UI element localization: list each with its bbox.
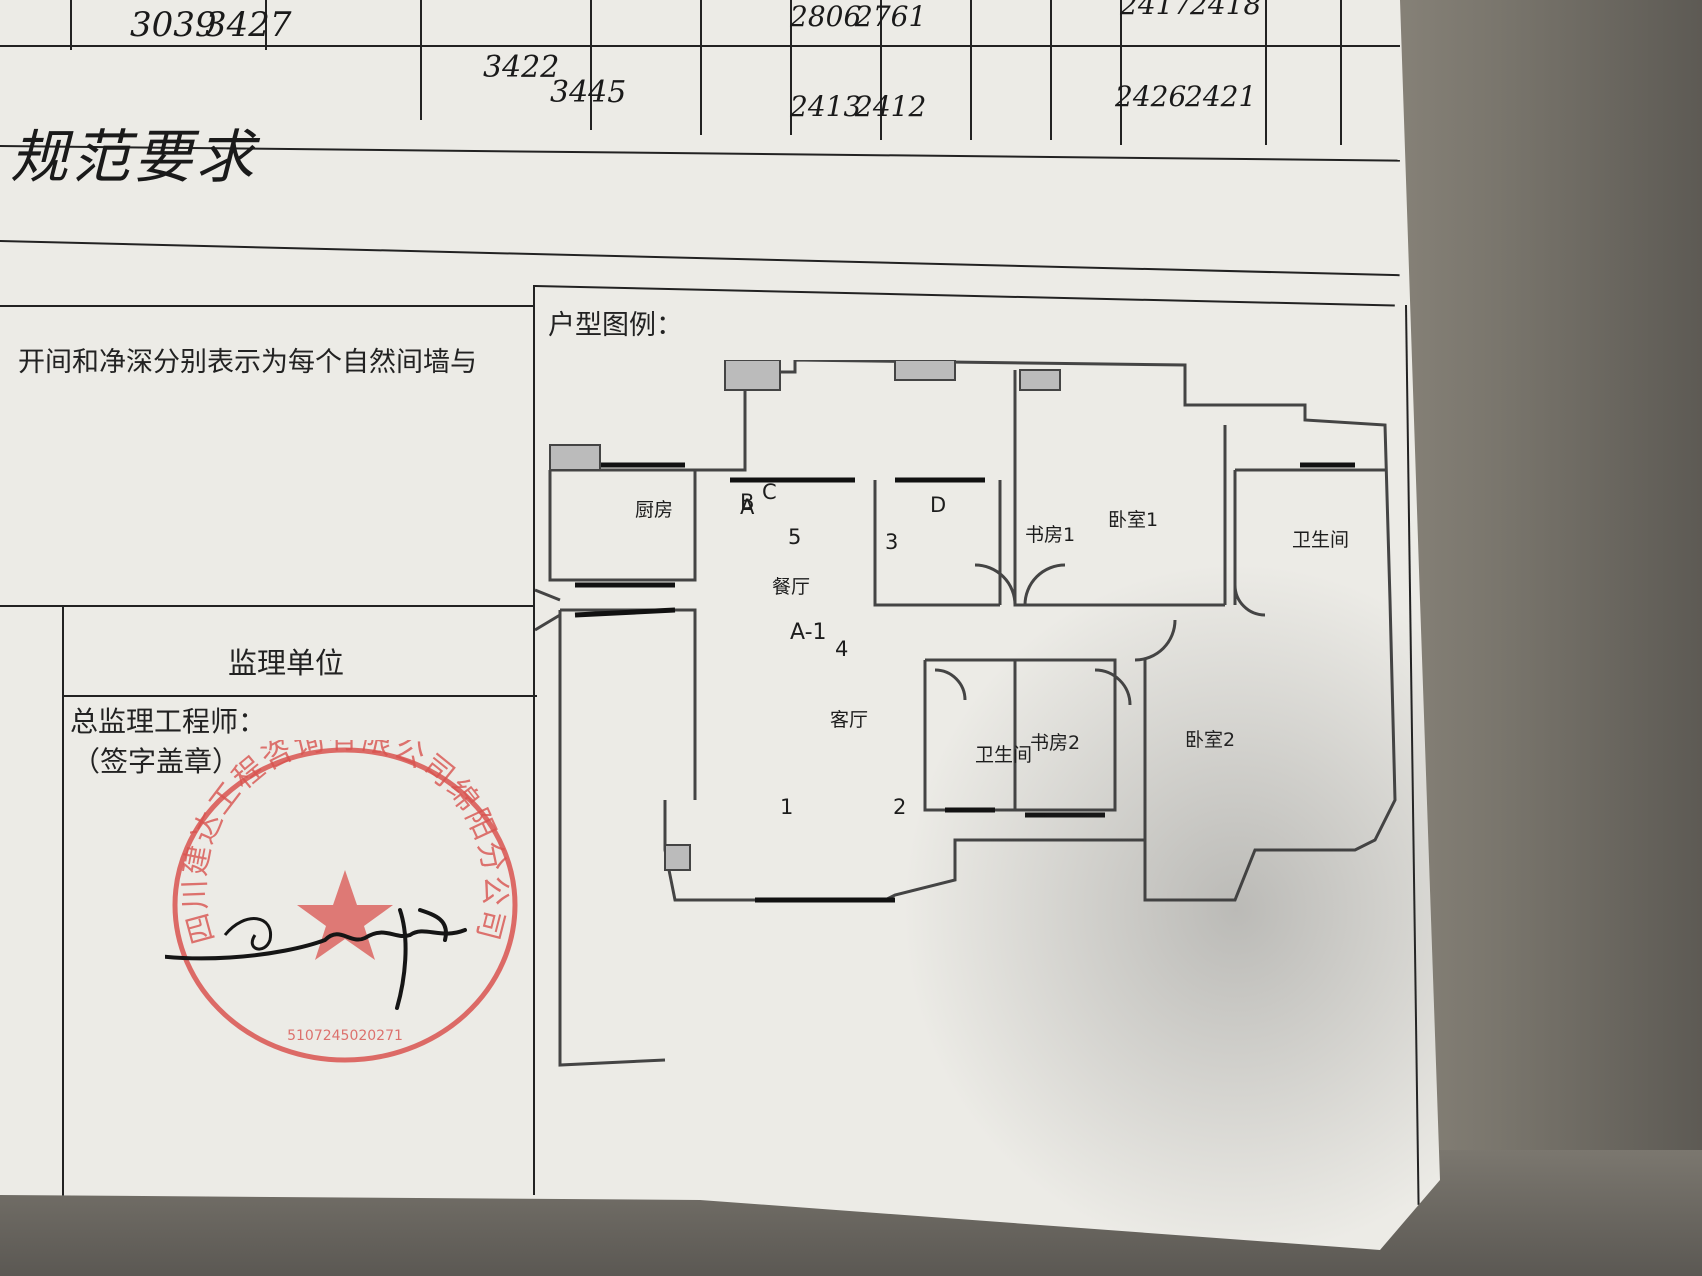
handwritten-value: 2421 [1185,80,1257,113]
room-kitchen: 厨房 [635,499,674,521]
table-col [1265,0,1267,145]
handwritten-note: 规范要求 [10,123,259,191]
description-text: 开间和净深分别表示为每个自然间墙与 [18,347,477,378]
company-seal: 四川建达工程咨询有限公司绵阳分公司 5107245020271 [165,740,518,1063]
chief-engineer-label: 总监理工程师： [70,705,267,738]
room-dining: 餐厅 [772,576,811,598]
room-living: 客厅 [830,709,869,731]
mark-1: 1 [780,795,794,819]
handwritten-value: 2426 [1115,80,1187,113]
table-col [790,0,792,135]
section-rule [0,305,535,307]
table-col [1340,0,1342,145]
room-study-2: 书房2 [1030,732,1081,754]
table-col [265,0,267,50]
handwritten-value: 3445 [550,75,627,110]
mark-b: B [740,490,755,514]
handwritten-value: 3427 [205,5,292,45]
room-bedroom-1: 卧室1 [1108,509,1159,531]
mark-3: 3 [885,530,899,554]
mark-4: 4 [835,637,849,661]
handwritten-value: 3039 [130,5,217,45]
table-col [420,0,422,120]
handwritten-value: 2417 [1120,0,1192,21]
handwritten-value: 2413 [790,90,862,123]
floor-plan-drawing [535,360,1397,1067]
table-rule [0,240,1400,277]
seal-number: 5107245020271 [287,1028,403,1044]
table-col [1120,0,1122,145]
section-rule [0,605,535,607]
table-col [70,0,72,50]
mark-a: A [740,495,755,519]
table-col [880,0,882,140]
mark-5: 5 [788,525,802,549]
room-bathroom-2: 卫生间 [975,744,1033,766]
room-bedroom-2: 卧室2 [1185,729,1236,751]
table-col [970,0,972,140]
mark-d: D [930,493,947,517]
section-col [533,285,535,1195]
room-study-1: 书房1 [1025,524,1076,546]
mark-c: C [762,480,777,504]
seal-label: （签字盖章） [72,745,241,778]
section-rule [62,695,537,697]
handwritten-value: 2761 [855,0,927,33]
section-col [62,605,64,1200]
table-col [590,0,592,130]
table-col [1050,0,1052,140]
handwritten-value: 2418 [1190,0,1262,21]
mark-2: 2 [893,795,907,819]
handwritten-value: 3422 [483,50,560,85]
unit-code: A-1 [790,620,827,645]
floor-plan-title: 户型图例： [548,310,683,341]
handwritten-value: 2806 [790,0,862,33]
room-bathroom-1: 卫生间 [1292,529,1350,551]
supervision-unit-label: 监理单位 [228,646,345,680]
table-col [700,0,702,135]
handwritten-value: 2412 [855,90,927,123]
